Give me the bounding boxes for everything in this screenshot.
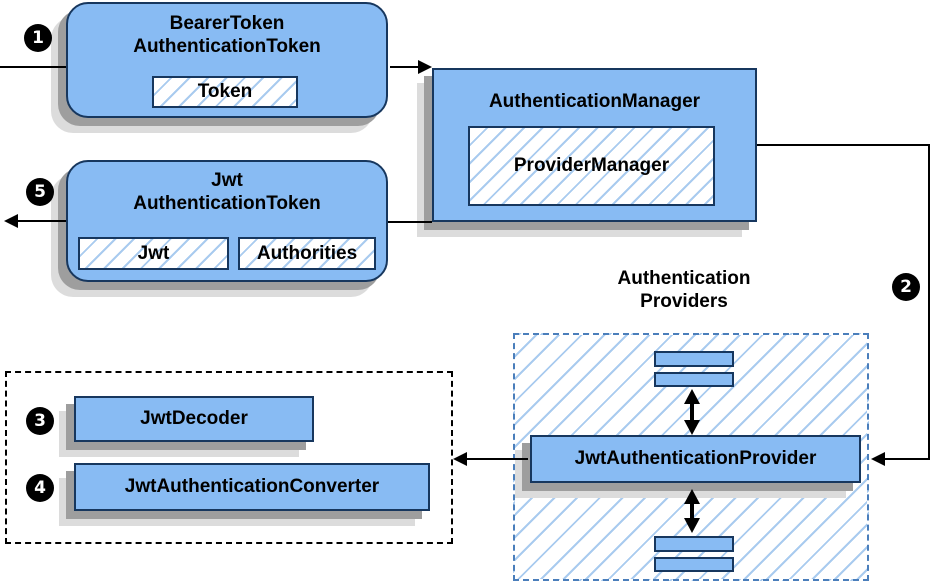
jwt-authentication-converter-label: JwtAuthenticationConverter (124, 476, 380, 497)
provider-slot-bar (654, 351, 734, 367)
provider-to-decoder-group-arrowhead-icon (453, 452, 467, 466)
token-chip: Token (152, 76, 298, 108)
jwt-decoder-label: JwtDecoder (140, 408, 248, 429)
bearer-token-authentication-token-node: BearerToken AuthenticationToken Token (66, 2, 388, 118)
jwt-decoder-node: JwtDecoder (74, 396, 314, 442)
step-4-badge: 4 (26, 474, 54, 502)
provider-slot-bar (654, 372, 734, 387)
bearer-to-manager-arrowhead-icon (418, 60, 432, 74)
outgoing-result-arrowhead-icon (4, 214, 18, 228)
jwt-authentication-provider-node: JwtAuthenticationProvider (530, 435, 861, 483)
step-3-badge: 3 (26, 407, 54, 435)
jwt-authentication-converter-node: JwtAuthenticationConverter (74, 463, 430, 511)
manager-to-provider-arrowhead-icon (871, 452, 885, 466)
provider-slot-bar (654, 536, 734, 552)
authentication-manager-title: AuthenticationManager (488, 91, 701, 112)
bearer-token-title: BearerToken AuthenticationToken (133, 13, 321, 57)
provider-manager-chip: ProviderManager (468, 126, 715, 206)
decoder-converter-group: JwtDecoder JwtAuthenticationConverter (5, 371, 453, 544)
jwt-authentication-token-node: Jwt AuthenticationToken Jwt Authorities (66, 160, 388, 282)
jwt-authentication-token-title: Jwt AuthenticationToken (133, 170, 321, 214)
authorities-chip: Authorities (238, 237, 376, 270)
step-2-badge: 2 (892, 273, 920, 301)
jwt-authentication-provider-label: JwtAuthenticationProvider (574, 448, 817, 469)
authentication-providers-container: JwtAuthenticationProvider (513, 333, 869, 581)
authentication-manager-node: AuthenticationManager ProviderManager (432, 68, 757, 222)
provider-slot-bar (654, 557, 734, 572)
authentication-providers-label: Authentication Providers (617, 268, 751, 312)
jwt-chip: Jwt (78, 237, 229, 270)
step-1-badge: 1 (24, 24, 52, 52)
step-5-badge: 5 (26, 178, 54, 206)
